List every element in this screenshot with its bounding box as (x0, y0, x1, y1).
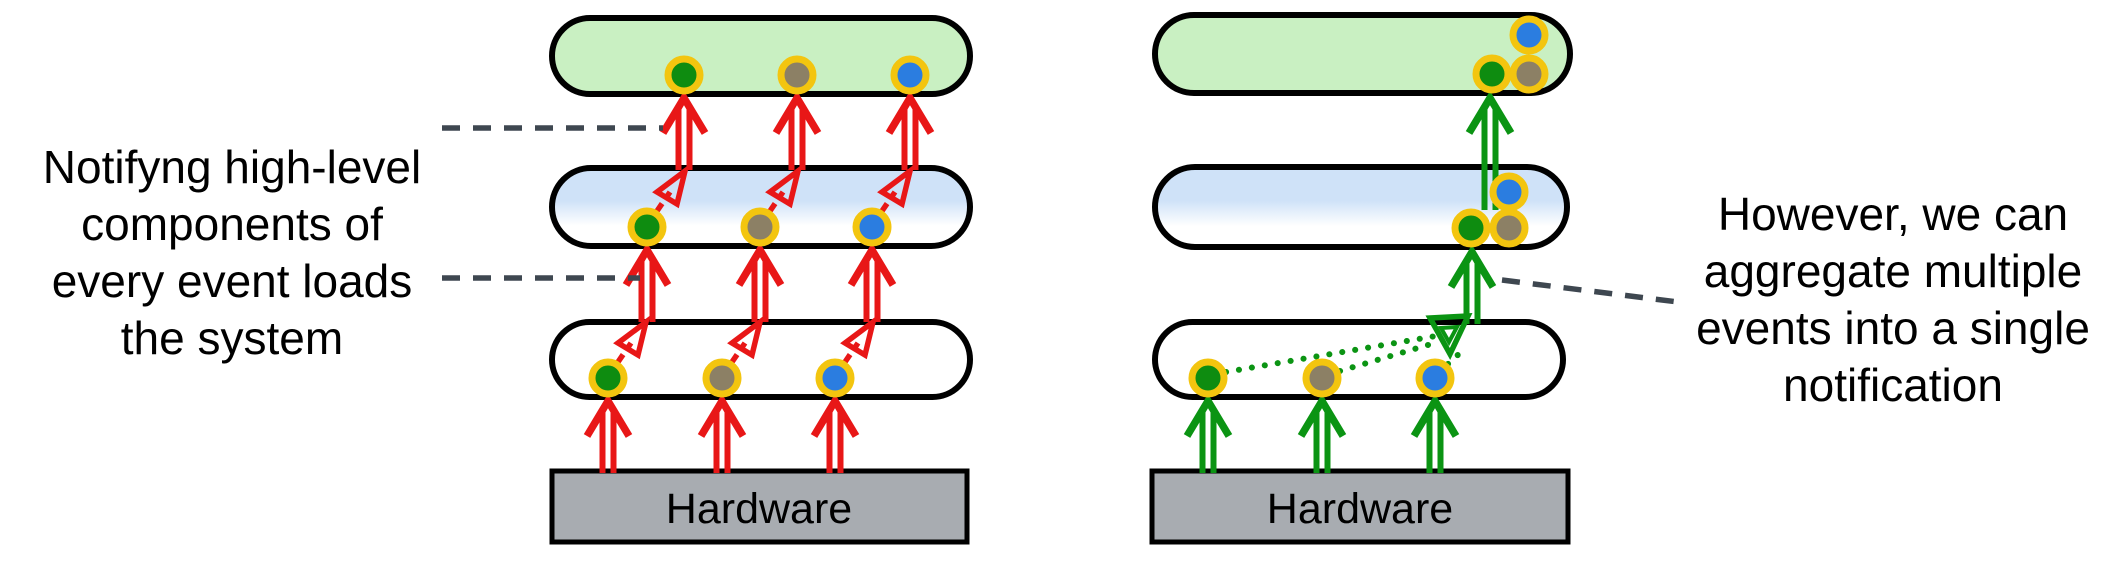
right-layer-bottom-pill (1152, 319, 1566, 400)
green-dotted-connector (1337, 339, 1441, 374)
left-layer-top-pill (549, 15, 973, 97)
red-notify-arrow (851, 250, 893, 322)
right-note-line-4: notification (1783, 359, 2003, 411)
event-dot-blue (890, 55, 930, 95)
green-event-arrow (1301, 401, 1343, 473)
left-note: Notifyng high-level components of every … (43, 141, 421, 364)
red-notify-arrow (626, 250, 668, 322)
event-dot-gray (740, 207, 780, 247)
green-dotted-connector (1223, 333, 1439, 375)
event-dot-blue (1509, 15, 1549, 55)
event-dot-blue (1415, 358, 1455, 398)
red-notify-arrow (814, 401, 856, 473)
right-layer-top-pill (1152, 12, 1573, 96)
red-notify-arrow (776, 98, 818, 170)
event-dot-blue (815, 358, 855, 398)
right-panel: Hardware (1149, 12, 2090, 545)
event-dot-green (588, 358, 628, 398)
left-note-line-4: the system (121, 312, 343, 364)
event-dot-green (664, 55, 704, 95)
red-notify-arrow (889, 98, 931, 170)
event-dot-gray (1509, 54, 1549, 94)
right-hardware-box (1149, 468, 1571, 545)
event-dot-gray (1302, 358, 1342, 398)
right-note-line-3: events into a single (1696, 302, 2090, 354)
red-notify-arrow (663, 98, 705, 170)
left-panel: Hardware (43, 15, 973, 545)
green-dotted-connector (1445, 349, 1464, 367)
right-note: However, we can aggregate multiple event… (1696, 188, 2090, 411)
event-dot-gray (1489, 208, 1529, 248)
event-dot-green (627, 207, 667, 247)
left-note-line-3: every event loads (52, 255, 413, 307)
right-annotation-dash (1501, 277, 1687, 306)
event-dot-blue (852, 207, 892, 247)
right-hardware-label: Hardware (1267, 485, 1453, 533)
red-notify-arrow (701, 401, 743, 473)
aggregated-event-cluster (1472, 15, 1549, 94)
green-event-arrow (1414, 401, 1456, 473)
event-dot-gray (702, 358, 742, 398)
event-dot-blue (1489, 172, 1529, 212)
red-notify-arrow (739, 250, 781, 322)
green-event-arrow (1187, 401, 1229, 473)
right-note-line-2: aggregate multiple (1704, 245, 2082, 297)
event-dot-green (1451, 208, 1491, 248)
left-hardware-label: Hardware (666, 485, 852, 533)
aggregated-event-cluster (1451, 172, 1529, 248)
red-notify-arrow (587, 401, 629, 473)
event-dot-gray (777, 55, 817, 95)
left-hardware-box (549, 468, 970, 545)
event-dot-green (1188, 358, 1228, 398)
aggregation-point-arrowhead (1425, 313, 1473, 361)
event-dot-green (1472, 54, 1512, 94)
right-note-line-1: However, we can (1718, 188, 2068, 240)
left-note-line-1: Notifyng high-level (43, 141, 421, 193)
left-note-line-2: components of (81, 198, 383, 250)
